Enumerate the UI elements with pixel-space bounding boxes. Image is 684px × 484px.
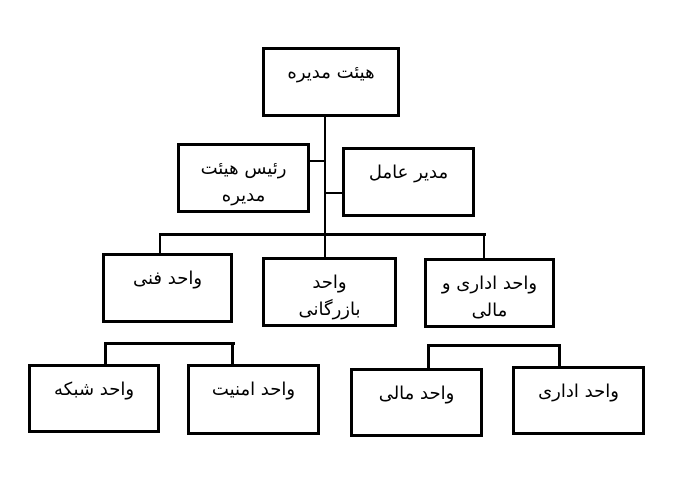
connector-drop-finance [427,344,430,369]
connector-drop-admin [558,344,561,367]
org-node-network-unit: واحد شبکه [28,364,160,433]
org-node-commercial-unit-label: واحد بازرگانی [298,272,361,320]
org-node-admin-unit-label: واحد اداری [538,381,619,402]
org-node-technical-unit-label: واحد فنی [132,268,203,289]
org-node-network-unit-label: واحد شبکه [53,379,135,400]
connector-level3-horizontal [159,233,486,236]
org-node-board: هیئت مدیره [262,47,400,117]
org-node-commercial-unit: واحد بازرگانی [262,257,397,327]
connector-bracket-technical-horizontal [104,342,235,345]
connector-bracket-admin-finance-horizontal [427,344,561,347]
org-node-security-unit-label: واحد امنیت [211,379,296,400]
connector-trunk-vertical [324,117,326,257]
org-node-admin-unit: واحد اداری [512,366,645,435]
connector-drop-security [231,342,234,365]
org-node-board-label: هیئت مدیره [287,62,375,83]
connector-drop-admin-finance [483,233,485,259]
org-node-finance-unit: واحد مالی [350,368,483,437]
org-node-admin-finance-unit: واحد اداری و مالی [424,258,555,328]
org-node-ceo: مدیر عامل [342,147,475,217]
org-node-technical-unit: واحد فنی [102,253,233,323]
org-node-chairman: رئیس هیئت مدیره [177,143,310,213]
org-node-ceo-label: مدیر عامل [368,162,449,183]
connector-drop-technical [159,233,161,254]
connector-chairman-horizontal [310,160,326,162]
connector-drop-network [104,342,107,365]
org-node-security-unit: واحد امنیت [187,364,320,435]
org-node-finance-unit-label: واحد مالی [378,383,455,404]
org-node-admin-finance-unit-label: واحد اداری و مالی [441,273,538,321]
org-node-chairman-label: رئیس هیئت مدیره [200,158,287,206]
connector-ceo-horizontal [324,192,343,194]
